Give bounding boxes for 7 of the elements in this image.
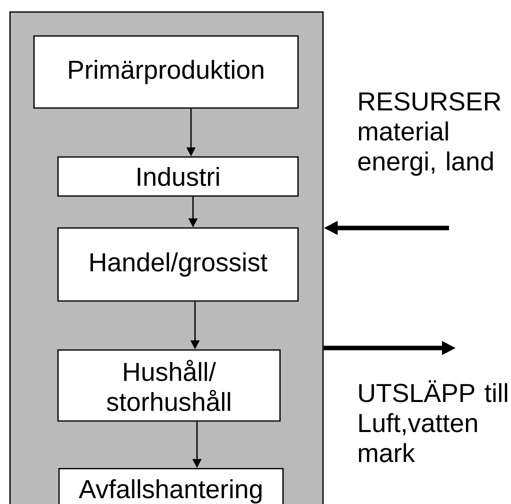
note-text: RESURSER material energi, land — [358, 92, 500, 176]
process-box: Avfallshantering — [58, 468, 284, 504]
process-box: Primärproduktion — [33, 35, 299, 109]
process-box: Industri — [57, 156, 299, 197]
process-box: Hushåll/ storhushåll — [57, 349, 281, 422]
process-box: Handel/grossist — [57, 227, 299, 302]
note-text: UTSLÄPP till Luft,vatten mark — [358, 380, 508, 462]
